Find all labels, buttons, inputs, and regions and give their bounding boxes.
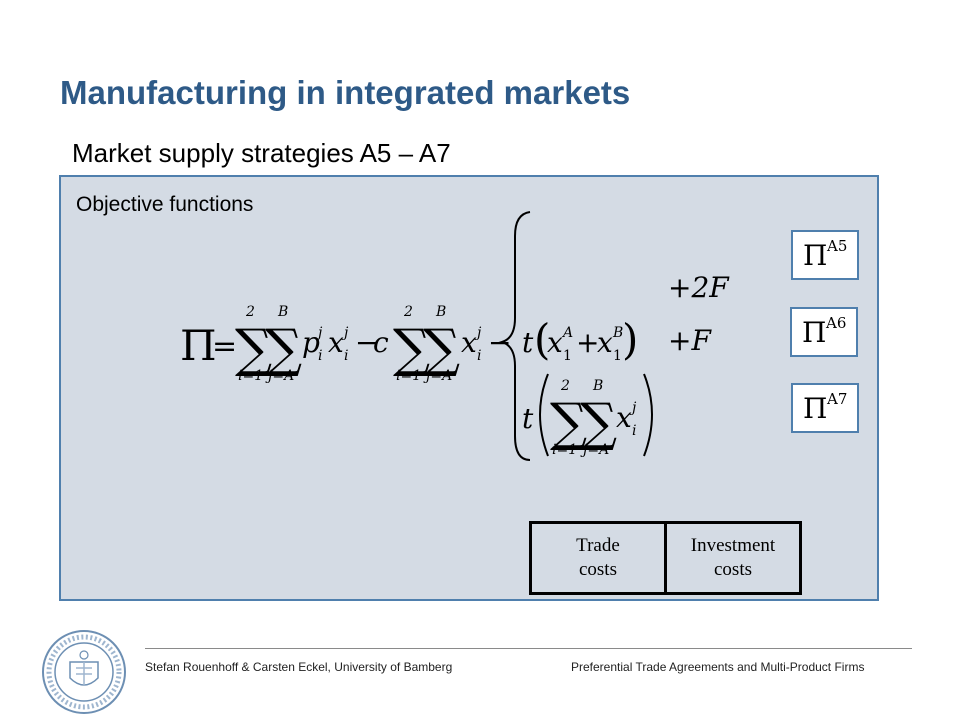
price-p: p bbox=[302, 326, 320, 359]
sup-B: B bbox=[612, 325, 623, 341]
minus-sign: − bbox=[488, 326, 511, 359]
quantity-x: x bbox=[328, 326, 344, 359]
footer-presentation-title: Preferential Trade Agreements and Multi-… bbox=[571, 660, 865, 674]
sum-lower-i-3: i=1 bbox=[552, 442, 577, 458]
sum-i-1: ∑ bbox=[235, 319, 272, 379]
paren-close: ) bbox=[622, 315, 638, 364]
section-label: Objective functions bbox=[76, 193, 254, 216]
sum-lower-j-3: j=A bbox=[580, 442, 609, 458]
strategy-label: A5 bbox=[827, 237, 848, 255]
sub-1: 1 bbox=[613, 348, 622, 364]
profit-symbol: Π bbox=[803, 239, 828, 272]
cost-table: Trade costs Investment costs bbox=[529, 521, 802, 595]
strategy-label: A7 bbox=[827, 390, 848, 408]
footer-divider bbox=[145, 648, 912, 649]
paren-open: ( bbox=[534, 315, 550, 364]
sum-upper-i-3: 2 bbox=[560, 378, 570, 394]
investment-term-2f: +2F bbox=[668, 271, 730, 304]
sub-i: i bbox=[344, 348, 348, 364]
strategy-a7-box: Π A7 bbox=[791, 383, 859, 433]
investment-costs-line2: costs bbox=[714, 559, 752, 580]
sum-j-3: ∑ bbox=[580, 393, 617, 453]
profit-symbol: Π bbox=[180, 321, 217, 370]
sum-upper-j-1: B bbox=[277, 304, 288, 320]
sup-A: A bbox=[561, 325, 573, 341]
sup-j: j bbox=[474, 325, 482, 341]
university-seal-logo bbox=[42, 630, 126, 714]
sub-i: i bbox=[318, 348, 322, 364]
sup-j: j bbox=[629, 400, 637, 416]
cases-brace bbox=[498, 211, 531, 461]
slide-subtitle: Market supply strategies A5 – A7 bbox=[72, 138, 451, 168]
profit-symbol: Π bbox=[802, 316, 827, 349]
big-paren-open bbox=[539, 373, 549, 457]
sub-i: i bbox=[632, 423, 636, 439]
sum-lower-j-1: j=A bbox=[265, 368, 294, 384]
unit-cost-c: c bbox=[373, 326, 389, 359]
trade-cost-t: t bbox=[522, 326, 534, 359]
slide-title: Manufacturing in integrated markets bbox=[60, 74, 631, 111]
trade-costs-line1: Trade bbox=[576, 535, 620, 556]
sup-j: j bbox=[341, 325, 349, 341]
quantity-x: x bbox=[597, 326, 613, 359]
minus-sign: − bbox=[355, 326, 378, 359]
trade-cost-t: t bbox=[522, 402, 534, 435]
sum-upper-i-1: 2 bbox=[245, 304, 255, 320]
sum-lower-i-2: i=1 bbox=[396, 368, 421, 384]
strategy-a5-box: Π A5 bbox=[791, 230, 859, 280]
sum-upper-i-2: 2 bbox=[403, 304, 413, 320]
sum-upper-j-3: B bbox=[592, 378, 603, 394]
trade-costs-cell: Trade costs bbox=[532, 524, 667, 592]
sum-i-2: ∑ bbox=[393, 319, 430, 379]
quantity-x: x bbox=[547, 326, 563, 359]
trade-costs-line2: costs bbox=[578, 559, 617, 580]
quantity-x: x bbox=[461, 326, 477, 359]
sum-upper-j-2: B bbox=[435, 304, 446, 320]
footer-authors: Stefan Rouenhoff & Carsten Eckel, Univer… bbox=[145, 660, 453, 674]
equals-sign: = bbox=[212, 329, 237, 364]
investment-costs-line1: Investment bbox=[690, 535, 776, 556]
quantity-x: x bbox=[616, 401, 632, 434]
big-paren-close bbox=[643, 373, 653, 457]
sum-lower-j-2: j=A bbox=[423, 368, 452, 384]
sum-lower-i-1: i=1 bbox=[238, 368, 263, 384]
investment-term-f: +F bbox=[668, 324, 712, 357]
investment-costs-cell: Investment costs bbox=[667, 524, 799, 592]
sum-j-2: ∑ bbox=[423, 319, 460, 379]
strategy-a6-box: Π A6 bbox=[790, 307, 858, 357]
plus-sign: + bbox=[576, 326, 599, 359]
strategy-label: A6 bbox=[826, 314, 847, 332]
sub-i: i bbox=[477, 348, 481, 364]
sub-1: 1 bbox=[563, 348, 572, 364]
sup-j: j bbox=[315, 325, 323, 341]
sum-j-1: ∑ bbox=[265, 319, 302, 379]
profit-symbol: Π bbox=[803, 392, 828, 425]
sum-i-3: ∑ bbox=[550, 393, 587, 453]
